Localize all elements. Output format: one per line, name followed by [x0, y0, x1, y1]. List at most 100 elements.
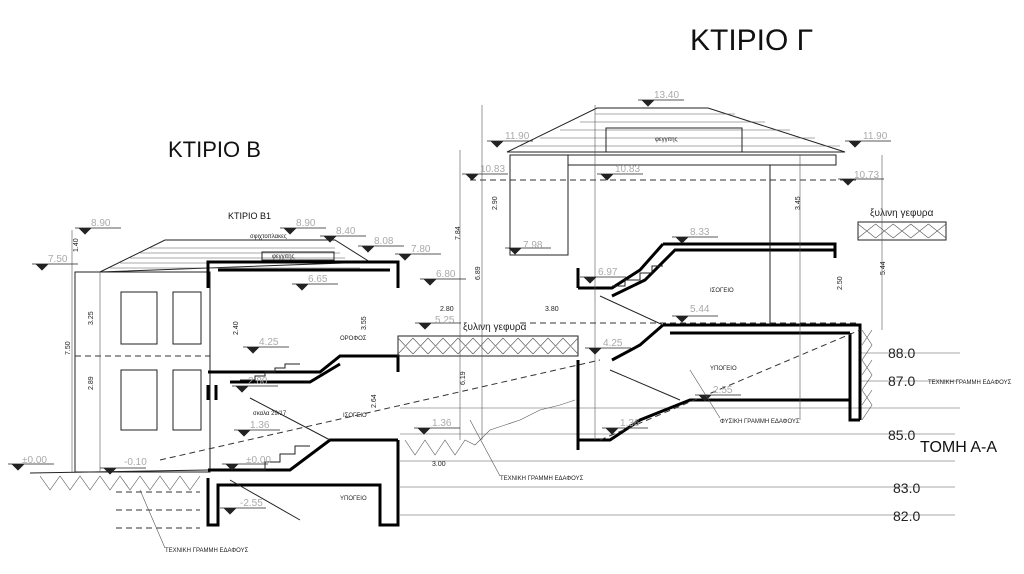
level-triangle-icon	[395, 253, 441, 261]
bridge-cross-hatch	[397, 337, 579, 355]
window	[172, 291, 202, 345]
level-triangle-icon	[220, 507, 266, 515]
dim-text: 3.55	[361, 316, 368, 330]
technical-ground-line	[599, 329, 861, 441]
room-label-basement: ΥΠΟΓΕΙΟ	[340, 496, 367, 502]
wooden-bridge-left: ξυλινη γεφυρα	[397, 322, 579, 357]
contour-lines: 88.0 87.0 85.0 83.0 82.0	[400, 345, 960, 524]
level-value: 11.90	[863, 131, 888, 142]
dimension-lines	[71, 105, 883, 472]
roof-b	[99, 239, 372, 273]
level-value: 8.40	[336, 226, 356, 237]
level-value: 4.25	[259, 337, 279, 348]
window	[120, 291, 158, 345]
level-value: 10.73	[854, 170, 879, 181]
dim-text: 7.50	[65, 341, 72, 355]
dim-text: 2.89	[88, 376, 95, 390]
ground-hatch	[404, 399, 576, 456]
basement-walls-g	[576, 360, 860, 450]
level-triangle-icon	[243, 346, 289, 354]
bridge-label: ξυλινη γεφυρα	[463, 322, 527, 333]
level-value: 8.90	[91, 218, 111, 229]
level-value: 10.83	[480, 164, 505, 175]
level-value: 10.83	[615, 164, 640, 175]
ground-hatch	[39, 475, 201, 491]
dim-text: 2.90	[492, 196, 499, 210]
dim-text: 2.64	[371, 394, 378, 408]
stair-label: σκαλα 29/17	[253, 411, 287, 417]
note-natural-ground: ΦΥΣΙΚΗ ΓΡΑΜΜΗ ΕΔΑΦΟΥΣ	[720, 419, 800, 425]
building-b: φεγγιτης σφιχτοπλακες ΟΡΟΦΟΣ ΙΣΟΓΕΙΟ ΥΠΟ…	[29, 234, 601, 529]
level-value: 2.55	[713, 385, 733, 396]
roof-g-hatch	[520, 113, 840, 147]
level-triangle-icon	[672, 315, 718, 323]
level-triangle-icon	[462, 173, 508, 181]
level-value: 7.80	[411, 244, 431, 255]
level-triangle-icon	[232, 385, 278, 393]
level-value: ±0.00	[22, 455, 47, 466]
dim-text: 3.45	[795, 196, 802, 210]
basement-walls-b	[206, 440, 400, 527]
level-value: 7.50	[48, 254, 68, 265]
slab-basement-g	[611, 323, 862, 420]
skylight-g	[605, 127, 743, 153]
level-value: 5.44	[690, 304, 710, 315]
eave-g	[567, 154, 837, 166]
title-building-b1: ΚΤΙΡΙΟ Β1	[228, 211, 271, 221]
level-value: 6.80	[436, 269, 456, 280]
dim-text: 2.40	[233, 321, 240, 335]
room-label-ground: ΙΣΟΓΕΙΟ	[343, 413, 367, 419]
wooden-bridge-right: ξυλινη γεφυρα	[857, 208, 947, 241]
dim-text: 6.89	[475, 266, 482, 280]
building-g: φεγγιτης ΙΣΟΓΕΙΟ ΥΠΟΓΕΙΟ	[404, 107, 873, 456]
level-markers: 8.90 7.50 8.90 8.40 8.08 7.80 6.65 6.80 …	[8, 90, 891, 515]
level-value: -0.10	[124, 457, 147, 468]
room-label-basement: ΥΠΟΓΕΙΟ	[710, 366, 737, 372]
note-technical-ground: ΤΕΧΝΙΚΗ ΓΡΑΜΜΗ ΕΔΑΦΟΥΣ	[928, 380, 1012, 386]
level-triangle-icon	[32, 263, 78, 271]
slab-first-b	[208, 354, 400, 384]
technical-ground-line	[159, 359, 601, 461]
level-triangle-icon	[580, 276, 626, 284]
level-value: 8.33	[690, 227, 710, 238]
slab-ground-g	[576, 242, 837, 298]
level-value: 1.36	[432, 418, 452, 429]
dim-text: 2.80	[440, 306, 454, 313]
roof-b-hatch	[110, 247, 360, 269]
level-triangle-icon	[597, 173, 643, 181]
level-value: 1.36	[250, 420, 270, 431]
section-title: ΤΟΜΗ Α-Α	[920, 439, 997, 456]
note-technical-ground: ΤΕΧΝΙΚΗ ΓΡΑΜΜΗ ΕΔΑΦΟΥΣ	[500, 476, 584, 482]
leader-line	[689, 369, 721, 419]
level-triangle-icon	[638, 99, 684, 107]
dimension-texts: 2.80 3.80 3.00 1.40 3.25 7.50 2.89 2.40 …	[65, 196, 887, 468]
contour-label: 85.0	[888, 427, 915, 443]
contour-label: 82.0	[893, 508, 920, 524]
bridge-cross-hatch	[857, 223, 947, 239]
dim-text: 3.80	[545, 306, 559, 313]
room-label-floor: ΟΡΟΦΟΣ	[340, 336, 367, 342]
leader-line	[139, 489, 166, 549]
level-triangle-icon	[358, 245, 404, 253]
level-triangle-icon	[414, 427, 460, 435]
level-triangle-icon	[487, 140, 533, 148]
dim-text: 5.44	[880, 261, 887, 275]
foundation-lines	[116, 491, 200, 529]
level-value: ±0.00	[246, 455, 271, 466]
level-value: 4.25	[603, 338, 623, 349]
dim-text: 3.00	[432, 461, 446, 468]
dim-text: 3.25	[88, 311, 95, 325]
level-value: 6.65	[308, 274, 328, 285]
leader-line	[469, 419, 501, 477]
level-triangle-icon	[280, 227, 326, 235]
level-triangle-icon	[8, 463, 54, 471]
dim-text: 1.40	[73, 238, 80, 252]
level-value: 8.90	[296, 218, 316, 229]
level-triangle-icon	[100, 467, 146, 475]
stairs	[240, 363, 300, 381]
level-value: 2.80	[248, 376, 268, 387]
stairs	[599, 295, 681, 401]
level-value: 13.40	[654, 90, 679, 101]
ground-line	[29, 469, 209, 474]
room-label-ground: ΙΣΟΓΕΙΟ	[710, 288, 734, 294]
